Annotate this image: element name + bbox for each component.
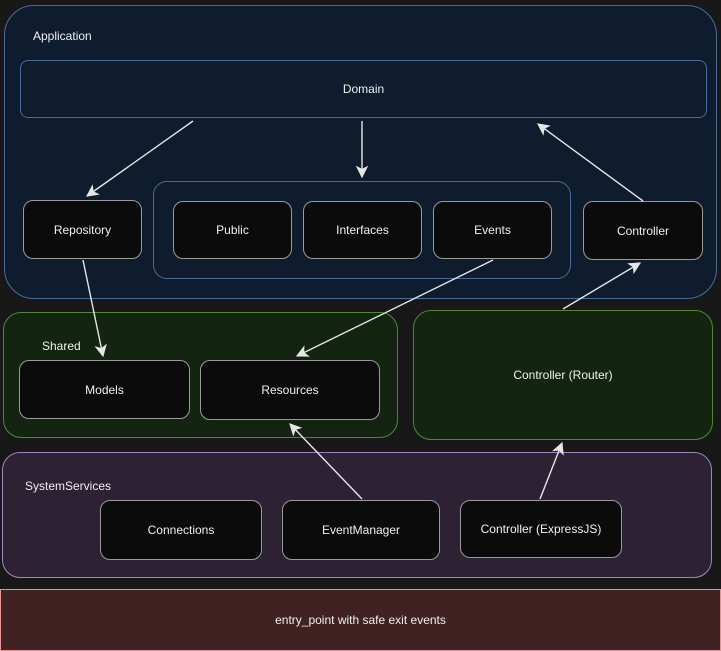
node-models: Models [19,360,190,419]
node-domain: Domain [20,60,707,118]
node-resources-label: Resources [261,383,319,397]
controller-router-label: Controller (Router) [513,368,613,382]
node-public: Public [173,201,292,259]
node-models-label: Models [85,382,124,397]
node-connections: Connections [100,500,262,560]
node-events: Events [433,201,552,259]
application-label: Application [33,29,92,43]
node-events-label: Events [474,223,511,237]
application-container: Application Domain Repository Public Int… [4,5,717,299]
controller-router-container: Controller (Router) [413,310,713,440]
node-controller-label: Controller [616,223,670,238]
node-interfaces: Interfaces [303,201,422,259]
node-event-manager: EventManager [282,500,440,560]
system-services-container: SystemServices Connections EventManager … [2,452,712,578]
node-controller-expressjs-label: Controller (ExpressJS) [480,522,602,536]
node-event-manager-label: EventManager [321,523,401,537]
entry-point-bar: entry_point with safe exit events [0,589,721,651]
node-repository-label: Repository [53,222,112,237]
shared-label: Shared [42,339,81,353]
node-interfaces-label: Interfaces [336,223,389,237]
entry-point-label: entry_point with safe exit events [275,613,446,627]
application-group-container: Public Interfaces Events [153,181,571,279]
node-resources: Resources [200,360,380,420]
shared-container: Shared Models Resources [3,312,398,438]
node-domain-label: Domain [342,82,385,96]
node-controller-expressjs: Controller (ExpressJS) [460,500,622,558]
node-connections-label: Connections [147,523,215,537]
node-public-label: Public [216,223,249,237]
node-repository: Repository [23,200,142,259]
node-controller: Controller [583,201,703,260]
system-services-label: SystemServices [25,479,112,493]
